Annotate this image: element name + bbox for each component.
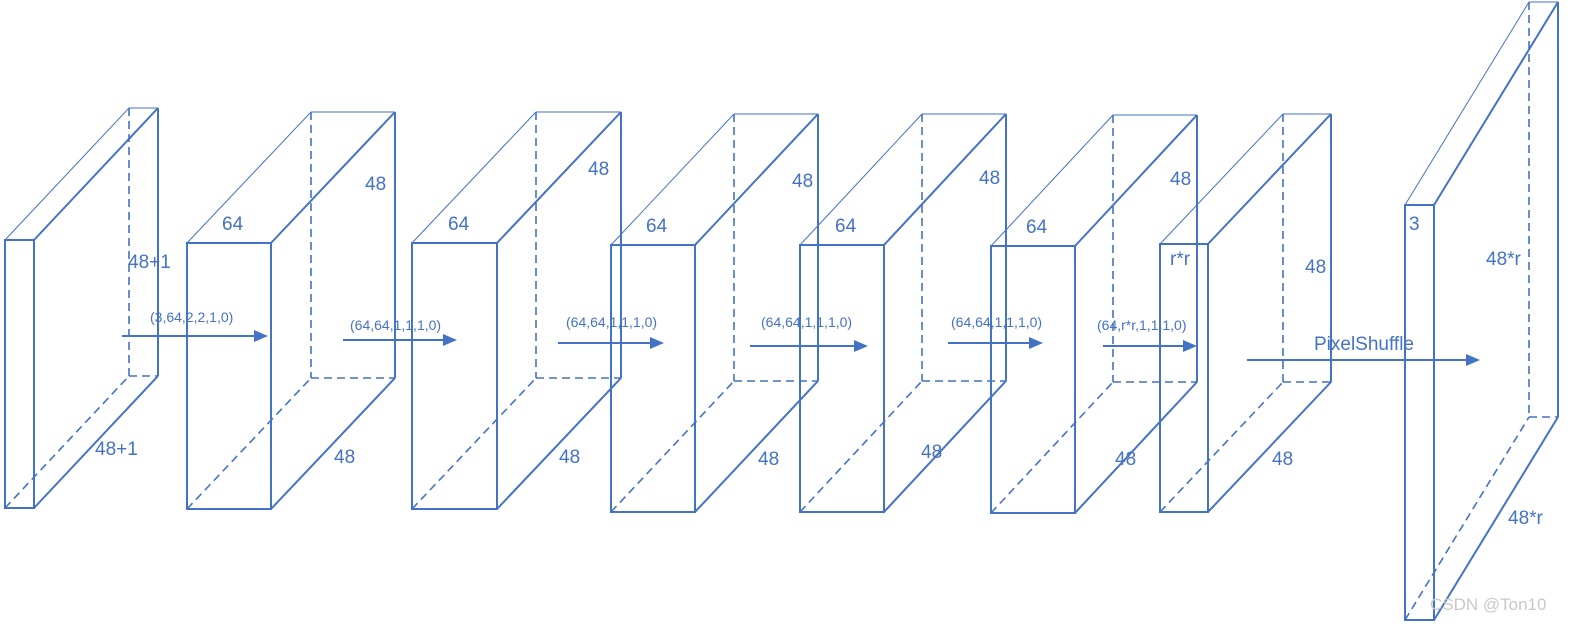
block-hidden-bottom-left: [411, 377, 537, 510]
operation-label: PixelShuffle: [1314, 334, 1414, 355]
block-input: [4, 107, 159, 509]
block-conv3: [610, 113, 819, 513]
watermark: CSDN @Ton10: [1430, 595, 1546, 614]
block-front-face: [990, 245, 1076, 514]
block-conv4: [799, 113, 1007, 513]
block-edge-bottom-right: [1207, 381, 1332, 513]
block-front-face: [799, 244, 885, 513]
block-hidden-bottom-left: [1159, 381, 1284, 513]
block-conv5: [990, 114, 1198, 514]
block-depth-label: 64: [448, 214, 470, 235]
block-edge-top-right: [1207, 113, 1332, 245]
arrow-head: [443, 334, 457, 346]
block-conv1: [186, 111, 396, 510]
block-edge-top-left: [1159, 113, 1284, 245]
block-width-label: 48: [334, 447, 355, 468]
block-front-face: [186, 242, 272, 510]
block-width-label: 48: [921, 442, 942, 463]
block-width-label: 48+1: [95, 439, 138, 460]
block-edge-top-left: [4, 107, 130, 241]
operation-label: (64,64,1,1,1,0): [566, 314, 657, 330]
arrow-head: [254, 330, 268, 342]
block-edge-top-right: [883, 113, 1007, 246]
labels-layer: 48+1 48+1 64 48 48 64 48 48 64 48 48 64 48 48 64 48 48 r*…: [95, 159, 1544, 529]
block-edge-top-left: [1404, 1, 1530, 206]
block-edge-top-right: [33, 107, 159, 241]
block-depth-label: 64: [646, 216, 668, 237]
operation-arrow-6: (64,r*r,1,1,1,0): [1097, 317, 1197, 352]
block-edge-top-right: [496, 111, 622, 244]
arrows-layer: (3,64,2,2,1,0) (64,64,1,1,1,0) (64,64,1,1,…: [122, 309, 1480, 366]
block-hidden-bottom-left: [186, 377, 312, 510]
operation-label: (64,64,1,1,1,0): [761, 314, 852, 330]
operation-arrow-1: (3,64,2,2,1,0): [122, 309, 268, 342]
block-edge-bottom-right: [270, 377, 396, 510]
block-height-label: 48: [792, 171, 813, 192]
operation-arrow-2: (64,64,1,1,1,0): [343, 317, 457, 346]
block-depth-label: 64: [222, 214, 244, 235]
block-edge-bottom-right: [883, 380, 1007, 513]
block-edge-top-left: [186, 111, 312, 244]
block-edge-top-right: [1074, 114, 1198, 247]
block-edge-bottom-right: [33, 375, 159, 509]
block-edge-top-left: [411, 111, 537, 244]
block-hidden-bottom-left: [4, 375, 130, 509]
block-depth-label: 64: [835, 216, 857, 237]
block-edge-top-left: [610, 113, 735, 246]
block-width-label: 48: [559, 447, 580, 468]
operation-arrow-7: PixelShuffle: [1247, 334, 1480, 366]
blocks-layer: [4, 1, 1559, 621]
block-hidden-bottom-left: [990, 381, 1114, 514]
block-height-label: 48*r: [1486, 249, 1522, 270]
block-output: [1404, 1, 1559, 621]
block-edge-bottom-right: [694, 380, 819, 513]
block-width-label: 48: [1115, 449, 1136, 470]
operation-label: (64,64,1,1,1,0): [350, 317, 441, 333]
arrow-head: [1466, 354, 1480, 366]
operation-arrow-5: (64,64,1,1,1,0): [948, 314, 1043, 349]
block-height-label: 48+1: [128, 252, 171, 273]
operation-label: (3,64,2,2,1,0): [150, 309, 233, 325]
block-height-label: 48: [365, 174, 386, 195]
block-height-label: 48: [1305, 257, 1326, 278]
block-edge-top-right: [1433, 1, 1559, 206]
block-height-label: 48: [979, 168, 1000, 189]
operation-label: (64,64,1,1,1,0): [951, 314, 1042, 330]
block-front-face: [610, 244, 696, 513]
block-depth-label: 3: [1409, 214, 1420, 235]
block-height-label: 48: [588, 159, 609, 180]
block-depth-label: r*r: [1170, 249, 1191, 270]
block-edge-top-left: [990, 114, 1114, 247]
operation-label: (64,r*r,1,1,1,0): [1097, 317, 1187, 333]
block-width-label: 48: [758, 449, 779, 470]
block-hidden-bottom-left: [1404, 416, 1530, 621]
arrow-head: [650, 337, 664, 349]
arrow-head: [1029, 337, 1043, 349]
block-front-face: [1404, 204, 1435, 621]
block-width-label: 48: [1272, 449, 1293, 470]
block-edge-bottom-right: [496, 377, 622, 510]
arrow-head: [1183, 340, 1197, 352]
block-conv2: [411, 111, 622, 510]
block-front-face: [1159, 243, 1209, 513]
operation-arrow-3: (64,64,1,1,1,0): [558, 314, 664, 349]
block-edge-top-right: [694, 113, 819, 246]
block-edge-top-right: [270, 111, 396, 244]
block-conv6: [1159, 113, 1332, 513]
operation-arrow-4: (64,64,1,1,1,0): [750, 314, 868, 352]
block-height-label: 48: [1170, 169, 1191, 190]
block-edge-bottom-right: [1074, 381, 1198, 514]
block-edge-bottom-right: [1433, 416, 1559, 621]
block-width-label: 48*r: [1508, 508, 1544, 529]
block-edge-top-left: [799, 113, 923, 246]
block-front-face: [411, 242, 498, 510]
block-hidden-bottom-left: [799, 380, 923, 513]
arrow-head: [854, 340, 868, 352]
block-depth-label: 64: [1026, 217, 1048, 238]
block-front-face: [4, 239, 35, 509]
block-hidden-bottom-left: [610, 380, 735, 513]
